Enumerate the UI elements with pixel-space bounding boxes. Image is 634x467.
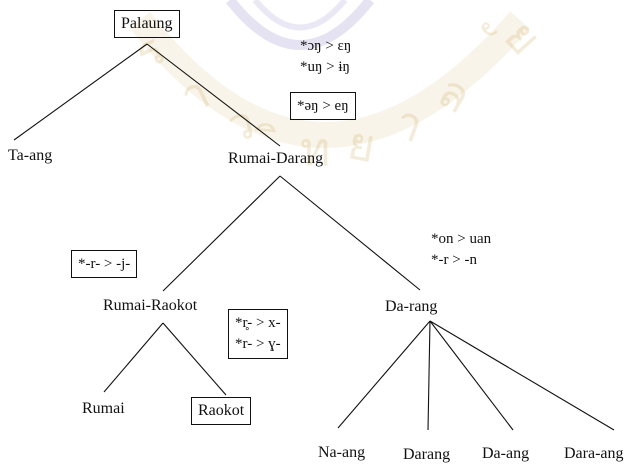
edge-darang-darang2 [427,320,431,431]
edge-palaung-rumaidarang [146,43,281,147]
rules-top: *ɔŋ > ɛŋ *uŋ > ɨŋ [300,36,351,78]
node-darang: Darang [403,446,451,463]
rule-right-2: *-r > -n [431,252,477,268]
rule-mid-1: *r̥- > x- [235,315,281,331]
node-raokot: Raokot [191,397,252,425]
node-na-ang: Na-ang [318,444,366,461]
edge-darang-daraang [429,320,615,431]
edge-rumairaokot-rumai [103,322,164,393]
rule-top-1: *ɔŋ > ɛŋ [300,38,352,54]
edge-rumaidarang-darang [279,175,421,291]
rules-right: *on > uan *-r > -n [431,229,491,271]
edge-rumaidarang-rumairaokot [162,175,281,292]
rule-right-1: *on > uan [431,231,492,247]
node-rumai: Rumai [82,400,125,417]
edge-darang-naang [337,320,431,429]
rules-mid-boxed: *r̥- > x- *r- > ɣ- [228,309,288,359]
node-da-ang: Da-ang [482,445,530,462]
edge-palaung-taang [13,43,148,141]
node-dara-ang: Dara-ang [564,445,624,462]
node-rumai-darang: Rumai-Darang [228,150,324,167]
rule-left-boxed: *-r- > -j- [71,250,138,278]
edge-darang-daang [429,320,514,431]
node-palaung: Palaung [114,10,180,38]
rule-top-2: *uŋ > ɨŋ [300,59,350,75]
node-da-rang: Da-rang [385,298,438,315]
node-ta-ang: Ta-ang [8,147,53,164]
node-rumai-raokot: Rumai-Raokot [103,297,198,314]
edge-rumairaokot-raokot [162,322,227,396]
rule-mid-2: *r- > ɣ- [235,336,281,352]
rule-top-boxed: *əŋ > eŋ [290,92,356,120]
